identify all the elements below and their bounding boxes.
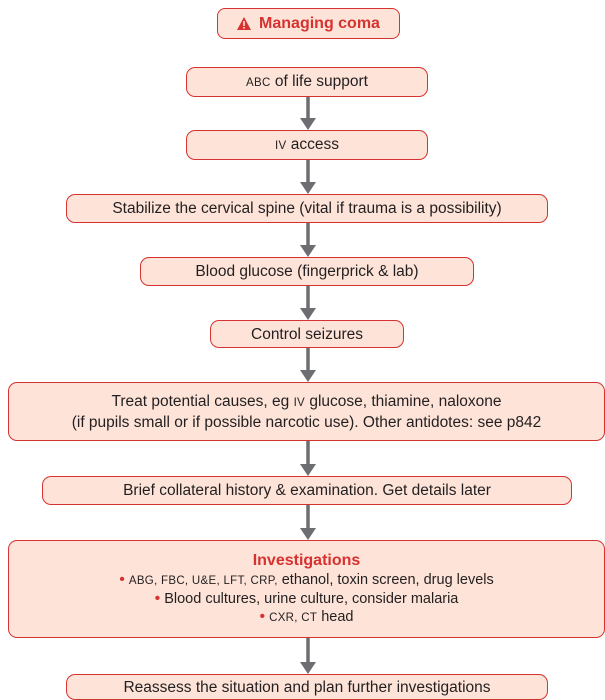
flowchart-title: Managing coma — [217, 8, 400, 39]
step-abc-life-support: ABC of life support — [186, 67, 428, 97]
abc-text: of life support — [270, 72, 368, 90]
bullet-icon: • — [154, 590, 161, 607]
reassess-text: Reassess the situation and plan further … — [123, 678, 491, 696]
step-reassess: Reassess the situation and plan further … — [66, 674, 548, 700]
spine-text: Stabilize the cervical spine (vital if t… — [112, 200, 502, 217]
investigations-line-2: •Blood cultures, urine culture, consider… — [154, 590, 459, 607]
investigations-line-1: •ABG, FBC, U&E, LFT, CRP, ethanol, toxin… — [119, 571, 494, 588]
treat-line-2: (if pupils small or if possible narcotic… — [71, 413, 542, 431]
abc-abbr: ABC — [246, 76, 271, 89]
step-iv-access: IV access — [186, 130, 428, 160]
investigations-line-3: •CXR, CT head — [259, 608, 354, 625]
step-blood-glucose: Blood glucose (fingerprick & lab) — [140, 257, 474, 286]
step-stabilize-spine: Stabilize the cervical spine (vital if t… — [66, 194, 548, 223]
title-text: Managing coma — [259, 15, 380, 32]
iv-text: access — [286, 135, 340, 153]
history-text: Brief collateral history & examination. … — [123, 482, 491, 499]
iv-abbr: IV — [274, 139, 287, 152]
bullet-icon: • — [259, 608, 266, 625]
warning-triangle-icon — [237, 17, 252, 30]
treat-line-1: Treat potential causes, eg IV glucose, t… — [111, 392, 502, 410]
glucose-text: Blood glucose (fingerprick & lab) — [195, 263, 419, 280]
treat-iv-abbr: IV — [293, 396, 306, 409]
investigations-heading: Investigations — [252, 552, 361, 569]
seizures-text: Control seizures — [251, 325, 363, 343]
step-investigations: Investigations •ABG, FBC, U&E, LFT, CRP,… — [8, 540, 605, 638]
step-collateral-history: Brief collateral history & examination. … — [42, 476, 572, 505]
step-treat-causes: Treat potential causes, eg IV glucose, t… — [8, 382, 605, 441]
bullet-icon: • — [119, 571, 125, 588]
step-control-seizures: Control seizures — [210, 320, 404, 348]
